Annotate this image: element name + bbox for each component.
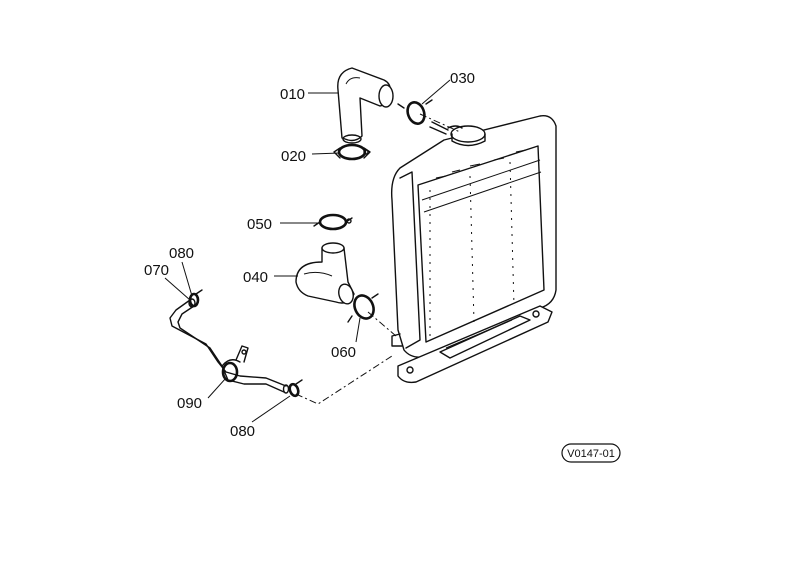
pipe-clip-090 (221, 345, 249, 383)
callout-080-top: 080 (169, 245, 194, 262)
upper-hose-010 (337, 67, 394, 144)
radiator-bottom-bracket (397, 305, 553, 384)
callout-090: 090 (177, 395, 202, 412)
leader-lines (164, 79, 451, 423)
lower-hose-040 (295, 242, 355, 305)
hose-clamp-030 (397, 99, 433, 125)
hose-clamp-080-top (188, 289, 203, 308)
callouts: 010 030 020 050 040 060 080 070 090 080 (144, 70, 475, 440)
hose-clamp-020 (333, 143, 371, 161)
hose-clamp-050 (313, 213, 353, 231)
callout-080-bottom: 080 (230, 423, 255, 440)
callout-020: 020 (281, 148, 306, 165)
reference-code: V0147-01 (567, 448, 615, 460)
reference-badge: V0147-01 (561, 443, 621, 463)
drain-pipe-070 (169, 298, 290, 394)
callout-070: 070 (144, 262, 169, 279)
callout-040: 040 (243, 269, 268, 286)
reference-badge-frame (561, 443, 621, 463)
radiator (390, 115, 557, 384)
hose-clamp-080-bottom (288, 379, 303, 398)
callout-060: 060 (331, 344, 356, 361)
hose-clamp-060 (347, 293, 379, 323)
radiator-cap (447, 125, 486, 147)
callout-010: 010 (280, 86, 305, 103)
callout-050: 050 (247, 216, 272, 233)
callout-030: 030 (450, 70, 475, 87)
assembly-centerlines (295, 113, 461, 405)
